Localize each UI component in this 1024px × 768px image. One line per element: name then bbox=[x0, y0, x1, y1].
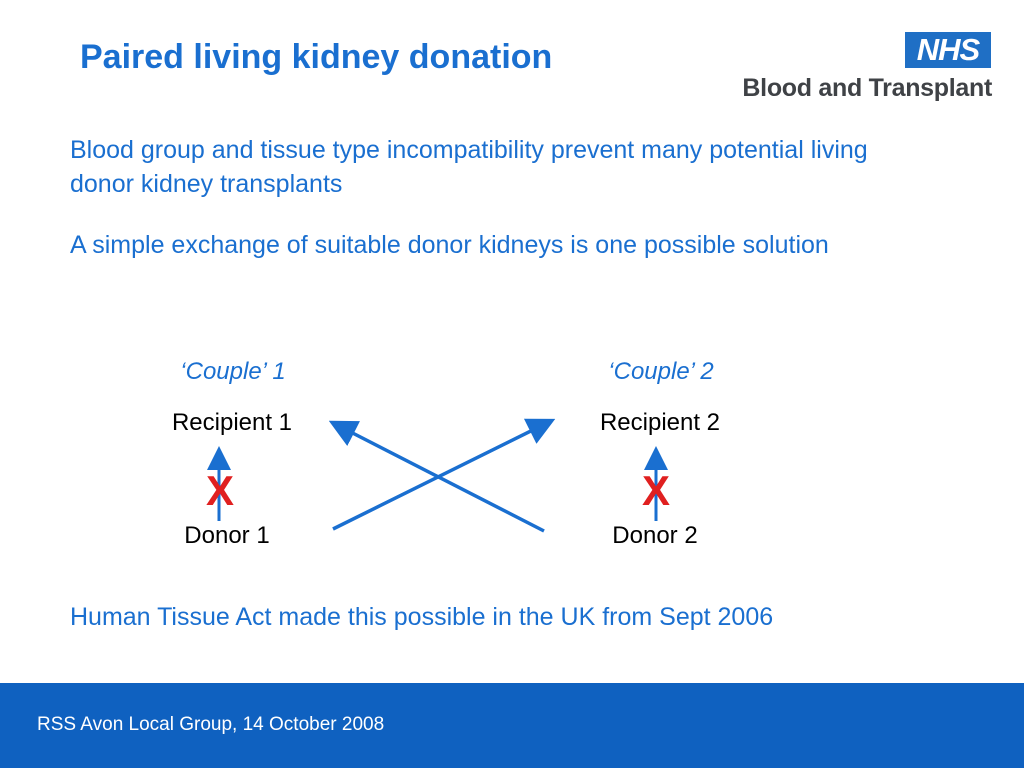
paragraph-exchange: A simple exchange of suitable donor kidn… bbox=[70, 231, 829, 259]
donor-1-label: Donor 1 bbox=[184, 522, 270, 549]
nhs-badge: NHS bbox=[905, 32, 991, 68]
donor-1-to-recipient-2-arrow bbox=[332, 418, 556, 531]
recipient-1-label: Recipient 1 bbox=[171, 409, 293, 436]
recipient-2-label: Recipient 2 bbox=[599, 409, 721, 436]
slide-title: Paired living kidney donation bbox=[80, 38, 553, 76]
nhs-logo: NHS Blood and Transplant bbox=[700, 32, 996, 104]
couple-2-label: ‘Couple’ 2 bbox=[608, 358, 714, 385]
couple-2-incompatible-mark: X bbox=[642, 467, 670, 514]
couple-1-incompatible-mark: X bbox=[206, 467, 234, 514]
footer-bar: RSS Avon Local Group, 14 October 2008 bbox=[0, 683, 1024, 768]
couple-1-label: ‘Couple’ 1 bbox=[180, 358, 286, 385]
paragraph-incompatibility: Blood group and tissue type incompatibil… bbox=[70, 136, 868, 198]
donor-2-label: Donor 2 bbox=[612, 522, 698, 549]
organisation-name: Blood and Transplant bbox=[742, 74, 992, 102]
donor-2-to-recipient-1-arrow bbox=[328, 420, 545, 533]
human-tissue-act-note: Human Tissue Act made this possible in t… bbox=[70, 603, 774, 631]
footer-text: RSS Avon Local Group, 14 October 2008 bbox=[37, 714, 385, 735]
